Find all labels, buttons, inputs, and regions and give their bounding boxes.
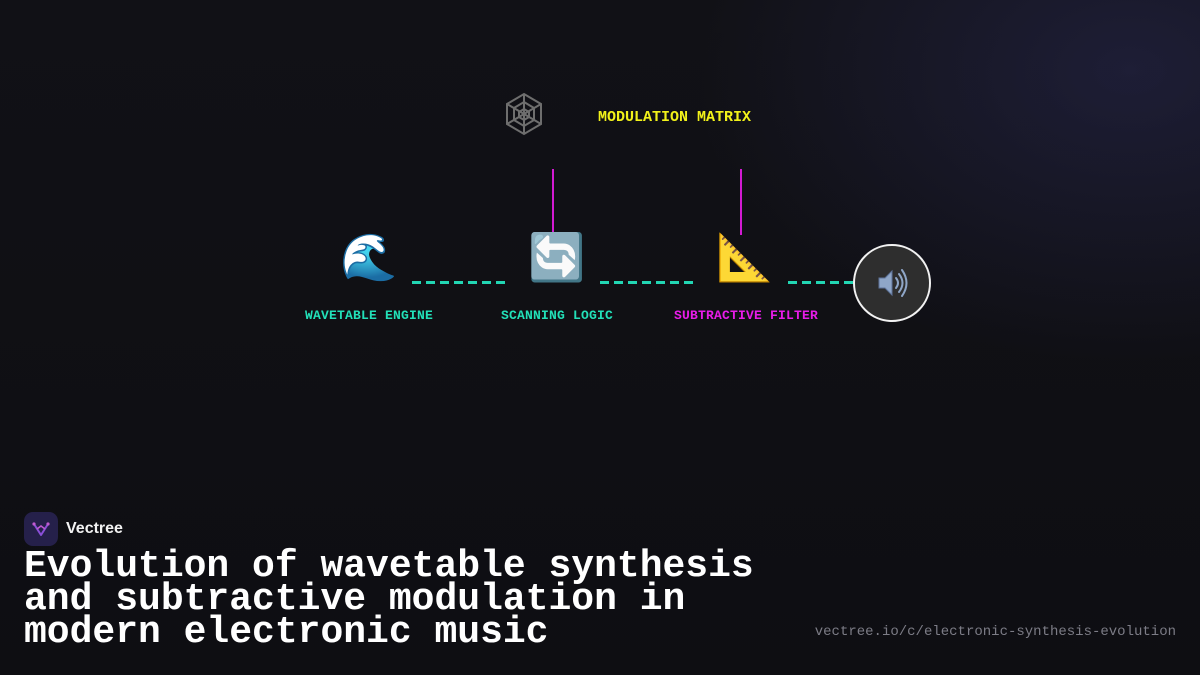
node-label-wavetable: WAVETABLE ENGINE <box>304 308 434 323</box>
modulation-line-scanning <box>552 169 554 235</box>
speaker-icon <box>878 269 908 297</box>
node-label-scanning: SCANNING LOGIC <box>500 308 614 323</box>
signal-path-2 <box>600 281 696 284</box>
source-url: vectree.io/c/electronic-synthesis-evolut… <box>814 624 1176 640</box>
wave-icon: 🌊 <box>340 230 398 284</box>
modulation-matrix-label: MODULATION MATRIX <box>598 109 752 126</box>
page-title: Evolution of wavetable synthesis and sub… <box>24 545 754 654</box>
vectree-logo-icon <box>24 512 58 546</box>
signal-flow-diagram: MODULATION MATRIX 🌊 WAVETABLE ENGINE 🔄 S… <box>304 92 931 323</box>
output-node <box>853 244 931 322</box>
node-label-filter: SUBTRACTIVE FILTER <box>673 308 819 323</box>
triangular-ruler-icon: 📐 <box>716 230 774 284</box>
web-icon <box>506 92 542 136</box>
modulation-line-filter <box>740 169 742 235</box>
signal-path-1 <box>412 281 508 284</box>
brand: Vectree <box>24 512 123 546</box>
signal-path-3 <box>788 281 854 284</box>
brand-name: Vectree <box>66 520 123 537</box>
cycle-arrows-icon: 🔄 <box>528 230 586 284</box>
